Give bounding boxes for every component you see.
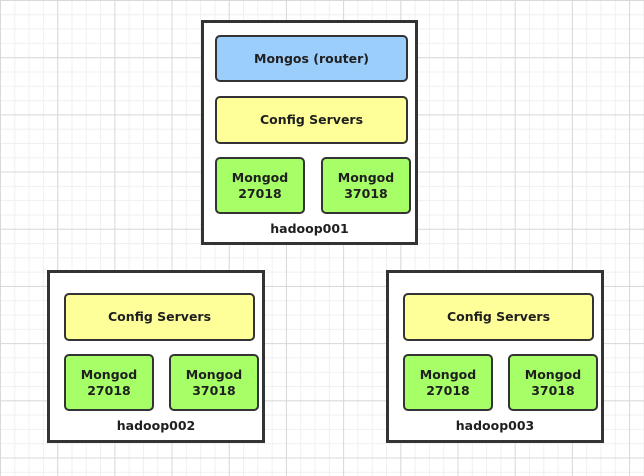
host-caption-hadoop002: hadoop002 bbox=[116, 418, 196, 433]
component-mongod-37018: Mongod 37018 bbox=[508, 354, 598, 411]
component-label: Mongod 37018 bbox=[525, 367, 581, 398]
component-name: Mongod bbox=[419, 367, 477, 383]
component-mongod-27018: Mongod 27018 bbox=[403, 354, 493, 411]
component-config-servers: Config Servers bbox=[403, 293, 594, 341]
component-port: 27018 bbox=[238, 185, 282, 201]
component-label: Mongos (router) bbox=[254, 50, 369, 66]
component-mongod-27018: Mongod 27018 bbox=[215, 157, 305, 214]
component-mongod-27018: Mongod 27018 bbox=[64, 354, 154, 411]
component-port: 37018 bbox=[344, 185, 388, 201]
component-label: Mongod 27018 bbox=[420, 367, 476, 398]
component-label: Mongod 27018 bbox=[232, 170, 288, 201]
component-port: 37018 bbox=[531, 382, 575, 398]
component-name: Mongod bbox=[524, 367, 582, 383]
host-box-hadoop001: Mongos (router) Config Servers Mongod 27… bbox=[201, 20, 418, 245]
component-label: Config Servers bbox=[259, 112, 364, 128]
host-caption-hadoop003: hadoop003 bbox=[455, 418, 535, 433]
component-mongos-router: Mongos (router) bbox=[215, 35, 408, 82]
host-caption-hadoop001: hadoop001 bbox=[270, 221, 349, 236]
host-box-hadoop002: Config Servers Mongod 27018 Mongod 37018… bbox=[47, 270, 265, 443]
component-port: 27018 bbox=[87, 382, 131, 398]
component-name: Mongod bbox=[185, 367, 243, 383]
component-mongod-37018: Mongod 37018 bbox=[321, 157, 411, 214]
component-label: Config Servers bbox=[107, 309, 212, 325]
host-box-hadoop003: Config Servers Mongod 27018 Mongod 37018… bbox=[386, 270, 604, 443]
component-label: Mongod 27018 bbox=[81, 367, 137, 398]
component-mongod-37018: Mongod 37018 bbox=[169, 354, 259, 411]
component-name: Mongod bbox=[231, 170, 289, 186]
component-port: 37018 bbox=[192, 382, 236, 398]
component-name: Mongod bbox=[337, 170, 395, 186]
component-port: 27018 bbox=[426, 382, 470, 398]
component-label: Mongod 37018 bbox=[186, 367, 242, 398]
component-label: Mongod 37018 bbox=[338, 170, 394, 201]
component-label: Config Servers bbox=[446, 309, 551, 325]
component-config-servers: Config Servers bbox=[215, 96, 408, 144]
component-config-servers: Config Servers bbox=[64, 293, 255, 341]
component-name: Mongod bbox=[80, 367, 138, 383]
